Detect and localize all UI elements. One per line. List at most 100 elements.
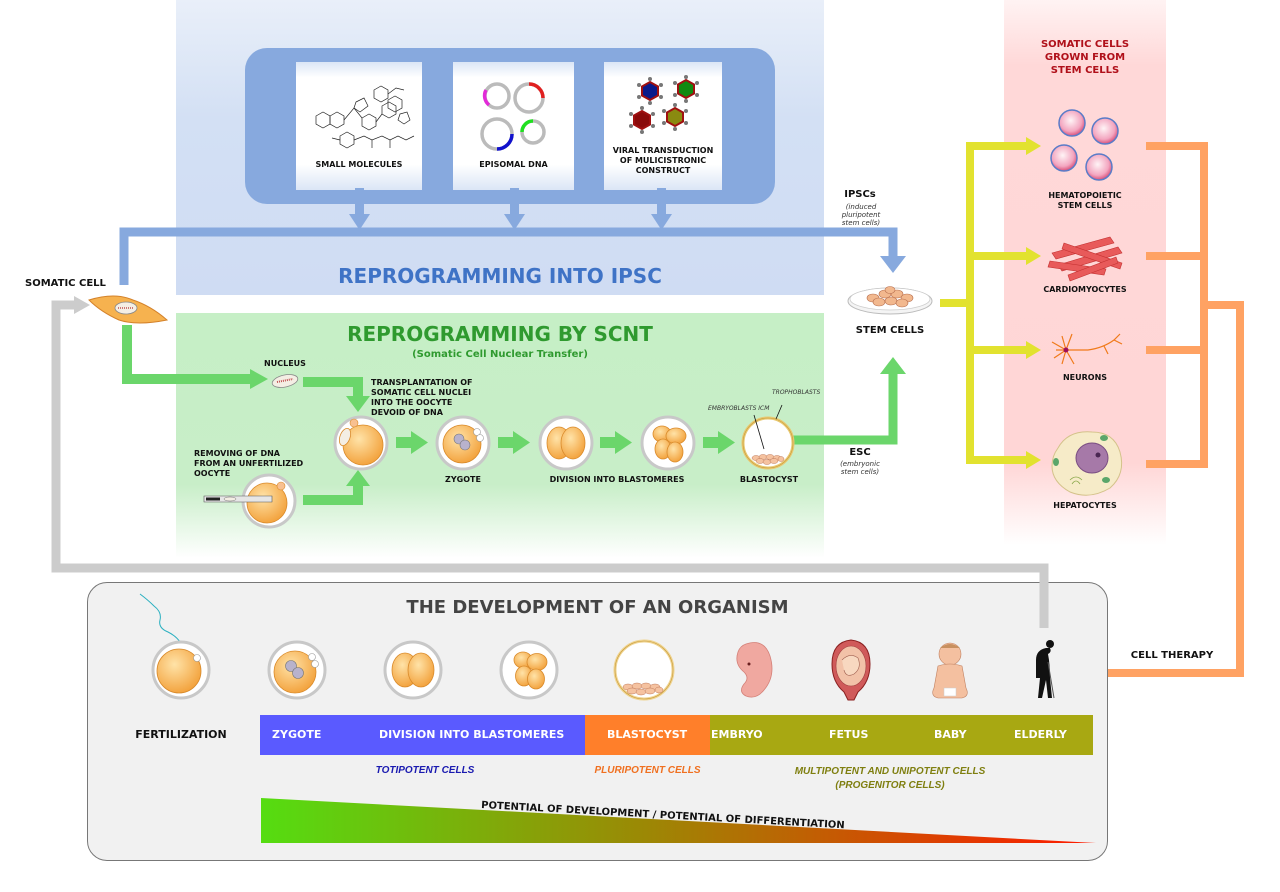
arrow-head (651, 214, 672, 230)
label-line: MULTIPOTENT AND UNIPOTENT CELLS (794, 766, 986, 777)
virus-particles-icon (629, 75, 699, 134)
title-line: GROWN FROM (1044, 52, 1126, 63)
label-line: stem cells) (841, 219, 881, 227)
fertilization-icon (139, 593, 211, 700)
pluripotent-label: PLURIPOTENT CELLS (594, 765, 701, 776)
method-label: EPISOMAL DNA (479, 160, 548, 169)
muscle-fibers-icon (1047, 236, 1123, 282)
scnt-section-title: REPROGRAMMING BY SCNT (347, 322, 653, 346)
four-cell-embryo-icon (640, 415, 696, 471)
label-line: FROM AN UNFERTILIZED (194, 459, 304, 468)
title-line: STEM CELLS (1050, 65, 1120, 76)
multipotent-label: MULTIPOTENT AND UNIPOTENT CELLS (PROGENI… (760, 765, 1020, 793)
cell-type-label: CARDIOMYOCYTES (1043, 285, 1127, 294)
label-line: INTO THE OOCYTE (371, 398, 453, 407)
two-cell-embryo-icon (538, 415, 594, 471)
arrow-head (504, 214, 525, 230)
return-path-connector (1039, 580, 1049, 628)
stem-cells-label: STEM CELLS (855, 325, 925, 336)
esc-label: ESC (849, 447, 871, 458)
fetus-stage-icon (831, 639, 871, 701)
reconstructed-oocyte-icon (333, 415, 389, 471)
stage-label-zygote: ZYGOTE (272, 728, 322, 741)
enucleated-to-oocyte-arrow (303, 484, 363, 505)
blastocyst-label: BLASTOCYST (739, 475, 799, 484)
blastocyst-icon (741, 404, 795, 470)
liver-cell-icon (1051, 431, 1123, 496)
elderly-stage-icon (1036, 640, 1055, 699)
nucleus-to-oocyte-arrow (303, 377, 363, 398)
zygote-icon (435, 415, 491, 471)
stage-label-embryo: EMBRYO (711, 728, 763, 741)
fertilization-label: FERTILIZATION (135, 728, 227, 741)
scnt-path-arrow (122, 325, 250, 384)
esc-sublabel: (embryonic stem cells) (834, 460, 886, 476)
scnt-arrow-head (250, 369, 268, 389)
method-down-arrows (349, 188, 672, 230)
label-line: (embryonic (840, 460, 880, 468)
totipotent-label: TOTIPOTENT CELLS (375, 765, 475, 776)
somatic-grown-title: SOMATIC CELLS GROWN FROM STEM CELLS (1004, 38, 1166, 77)
label-line: SOMATIC CELL NUCLEI (371, 388, 472, 397)
arrow-shaft (657, 188, 666, 214)
arrow-shaft (355, 188, 364, 214)
method-label-line: CONSTRUCT (635, 166, 691, 175)
embryo-stage-icon (736, 642, 773, 698)
somatic-cell-label: SOMATIC CELL (25, 278, 106, 289)
totipotent-stage-bar (260, 715, 585, 755)
development-title: THE DEVELOPMENT OF AN ORGANISM (406, 597, 789, 618)
label-line: pluripotent (841, 211, 881, 219)
embryoblasts-label: EMBRYOBLASTS ICM (708, 405, 770, 412)
label-line: stem cells) (840, 468, 880, 476)
label-line: DEVOID OF DNA (371, 408, 443, 417)
neuron-icon (1051, 333, 1123, 365)
two-cell-stage-icon (383, 640, 443, 700)
label-line: STEM CELLS (1057, 201, 1113, 210)
arrow-shaft (510, 188, 519, 214)
stem-cells-dish-icon (847, 286, 933, 315)
nucleus-label: NUCLEUS (264, 359, 306, 368)
title-line: SOMATIC CELLS (1040, 39, 1130, 50)
ipsc-path-arrow (119, 227, 898, 285)
enucleated-oocyte-icon (203, 473, 297, 529)
differentiation-branch-arrows (940, 142, 1028, 464)
label-line: OOCYTE (194, 469, 231, 478)
cell-type-label: HEMATOPOIETIC STEM CELLS (1004, 191, 1166, 211)
method-label-line: VIRAL TRANSDUCTION (612, 146, 714, 155)
label-line: (induced (845, 203, 877, 211)
stage-label-elderly: ELDERLY (1014, 728, 1067, 741)
arrow-head (346, 470, 370, 486)
ipscs-label: IPSCs (844, 189, 876, 200)
ipscs-sublabel: (induced pluripotent stem cells) (832, 203, 890, 227)
method-card-small-molecules: SMALL MOLECULES (296, 62, 422, 190)
method-card-viral-transduction: VIRAL TRANSDUCTION OF MULICISTRONIC CONS… (604, 62, 722, 190)
four-cell-stage-icon (499, 640, 559, 700)
method-label: VIRAL TRANSDUCTION OF MULICISTRONIC CONS… (604, 146, 722, 176)
pluripotent-stage-bar (585, 715, 710, 755)
ipsc-arrow-head (880, 256, 906, 273)
division-label: DIVISION INTO BLASTOMERES (549, 475, 685, 484)
label-line: HEMATOPOIETIC (1048, 191, 1122, 200)
return-arrow-head (74, 296, 90, 314)
potential-gradient-wedge: POTENTIAL OF DEVELOPMENT / POTENTIAL OF … (261, 798, 1096, 843)
arrow-head (346, 396, 370, 412)
molecule-structure-icon (315, 85, 415, 149)
transplantation-label: TRANSPLANTATION OF SOMATIC CELL NUCLEI I… (371, 378, 473, 418)
removing-dna-label: REMOVING OF DNA FROM AN UNFERTILIZED OOC… (194, 449, 303, 479)
blood-cells-icon (1050, 109, 1119, 181)
cell-type-label: HEPATOCYTES (1053, 501, 1117, 510)
cell-type-label: NEURONS (1062, 373, 1108, 382)
method-label: SMALL MOLECULES (315, 160, 403, 169)
method-label-line: OF MULICISTRONIC (619, 156, 707, 165)
cell-therapy-label: CELL THERAPY (1130, 650, 1214, 661)
somatic-cell-icon (88, 295, 169, 324)
stage-label-blastocyst: BLASTOCYST (607, 728, 688, 741)
ipsc-section-title: REPROGRAMMING INTO IPSC (338, 264, 662, 288)
zygote-label: ZYGOTE (445, 475, 481, 484)
cell-therapy-path (1080, 142, 1244, 677)
trophoblasts-label: TROPHOBLASTS (772, 389, 821, 396)
multipotent-stage-bar (710, 715, 1093, 755)
nucleus-icon (271, 374, 299, 388)
label-line: REMOVING OF DNA (194, 449, 280, 458)
esc-arrow-head (880, 357, 906, 374)
